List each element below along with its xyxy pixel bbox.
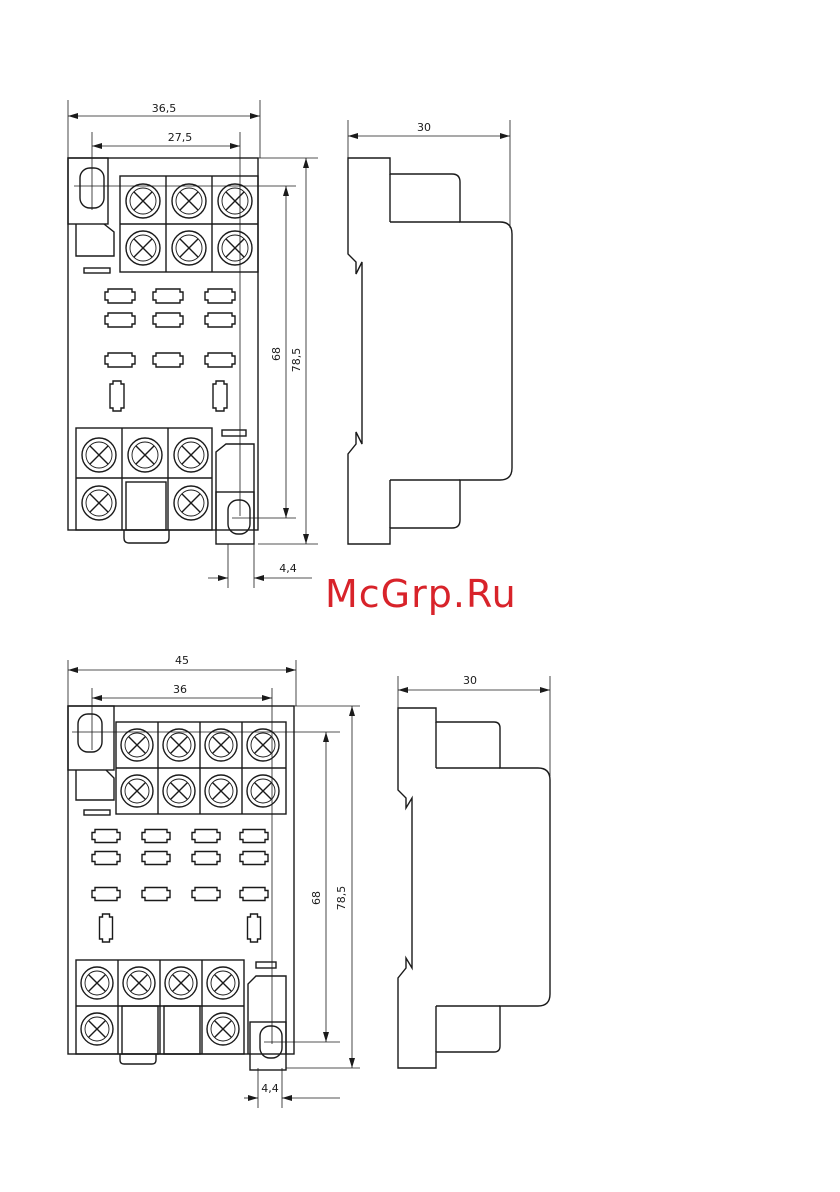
dim-bottom-offset: 4,4 <box>261 1082 279 1095</box>
bottom-front-view <box>68 706 294 1070</box>
dim-bottom-height-holes: 68 <box>310 891 323 905</box>
dim-bottom-height-total: 78,5 <box>335 886 348 911</box>
bottom-bottom-tab <box>120 1054 156 1064</box>
dim-top-height-total: 78,5 <box>290 348 303 373</box>
dim-top-side-depth: 30 <box>417 121 431 134</box>
dim-bottom-width-holes: 36 <box>173 683 187 696</box>
dim-top-width-total: 36,5 <box>152 102 177 115</box>
top-side-view: 30 <box>348 120 512 544</box>
top-front-view <box>68 158 258 544</box>
dim-top-width-holes: 27,5 <box>168 131 193 144</box>
top-front-body <box>68 158 258 530</box>
bottom-side-profile <box>398 708 550 1068</box>
top-side-profile <box>348 158 512 544</box>
dim-bottom-width-total: 45 <box>175 654 189 667</box>
bottom-front-body <box>68 706 294 1054</box>
dim-bottom-side-depth: 30 <box>463 674 477 687</box>
dim-top-offset: 4,4 <box>279 562 297 575</box>
top-bottom-tab <box>124 530 169 543</box>
watermark: McGrp.Ru <box>325 572 517 616</box>
dim-top-height-holes: 68 <box>270 347 283 361</box>
bottom-side-view: 30 <box>398 674 550 1068</box>
